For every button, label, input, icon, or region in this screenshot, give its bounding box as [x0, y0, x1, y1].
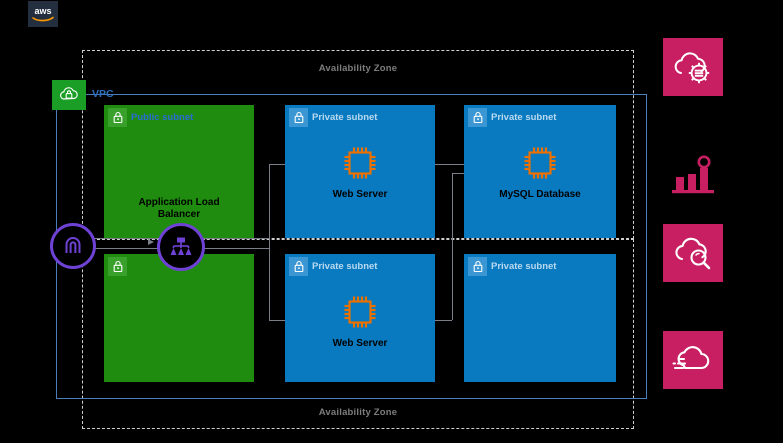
subnet-label-private-web-top: Private subnet	[312, 112, 378, 123]
ec2-chip-icon	[285, 290, 435, 334]
bar-chart-icon[interactable]	[663, 148, 723, 202]
node-web-server-top: Web Server	[285, 141, 435, 201]
mysql-database-label: MySQL Database	[499, 189, 581, 200]
web-server-bottom-label: Web Server	[332, 338, 388, 349]
vpc-cloud-lock-icon	[52, 80, 86, 110]
subnet-header: Private subnet	[464, 254, 616, 276]
subnet-header: Private subnet	[464, 105, 616, 127]
availability-zone-top: Availability Zone	[82, 50, 634, 239]
alb-label-line2: Balancer	[157, 209, 201, 220]
arrow-igw-alb	[148, 239, 154, 245]
subnet-public-bottom[interactable]	[104, 254, 254, 382]
connector-alb-right	[199, 238, 269, 239]
subnet-label-public-top: Public subnet	[131, 112, 194, 123]
cloud-gear-icon[interactable]	[663, 38, 723, 96]
subnet-header: Private subnet	[285, 254, 435, 276]
subnet-private-web-top[interactable]: Private subnet	[285, 105, 435, 238]
svg-text:aws: aws	[34, 6, 51, 16]
subnet-header: Private subnet	[285, 105, 435, 127]
subnet-label-private-db-top: Private subnet	[491, 112, 557, 123]
node-alb-caption: Application Load Balancer	[104, 193, 254, 221]
connector-bus-right	[452, 173, 453, 320]
az-label-top: Availability Zone	[318, 63, 398, 74]
ec2-chip-icon	[285, 141, 435, 185]
internet-gateway-icon[interactable]	[50, 223, 96, 269]
cloud-speed-icon[interactable]	[663, 331, 723, 389]
cloud-magnifier-icon[interactable]	[663, 224, 723, 282]
aws-logo: aws	[28, 1, 58, 27]
subnet-header: Public subnet	[104, 105, 254, 127]
ec2-chip-icon	[464, 141, 616, 185]
lock-icon	[108, 257, 127, 276]
lock-icon	[289, 108, 308, 127]
connector-alb-right-2	[199, 248, 269, 249]
connector-bus-left	[269, 164, 270, 320]
vpc-label: VPC	[92, 88, 114, 100]
subnet-label-private-db-bottom: Private subnet	[491, 261, 557, 272]
load-balancer-icon[interactable]	[157, 223, 205, 271]
lock-icon	[289, 257, 308, 276]
availability-zone-bottom: Availability Zone	[82, 239, 634, 429]
connector-igw-alb-2	[90, 248, 158, 249]
lock-icon	[108, 108, 127, 127]
subnet-header	[104, 254, 254, 276]
subnet-private-web-bottom[interactable]: Private subnet	[285, 254, 435, 382]
subnet-private-db-top[interactable]: Private subnet	[464, 105, 616, 238]
az-label-bottom: Availability Zone	[318, 407, 398, 418]
alb-label-line1: Application Load	[138, 197, 220, 208]
web-server-top-label: Web Server	[332, 189, 388, 200]
subnet-label-private-web-bottom: Private subnet	[312, 261, 378, 272]
lock-icon	[468, 108, 487, 127]
subnet-public-top[interactable]: Public subnet Application Load Balancer	[104, 105, 254, 238]
subnet-private-db-bottom[interactable]: Private subnet	[464, 254, 616, 382]
node-web-server-bottom: Web Server	[285, 290, 435, 350]
node-mysql-database: MySQL Database	[464, 141, 616, 201]
connector-igw-alb-1	[90, 238, 158, 239]
lock-icon	[468, 257, 487, 276]
